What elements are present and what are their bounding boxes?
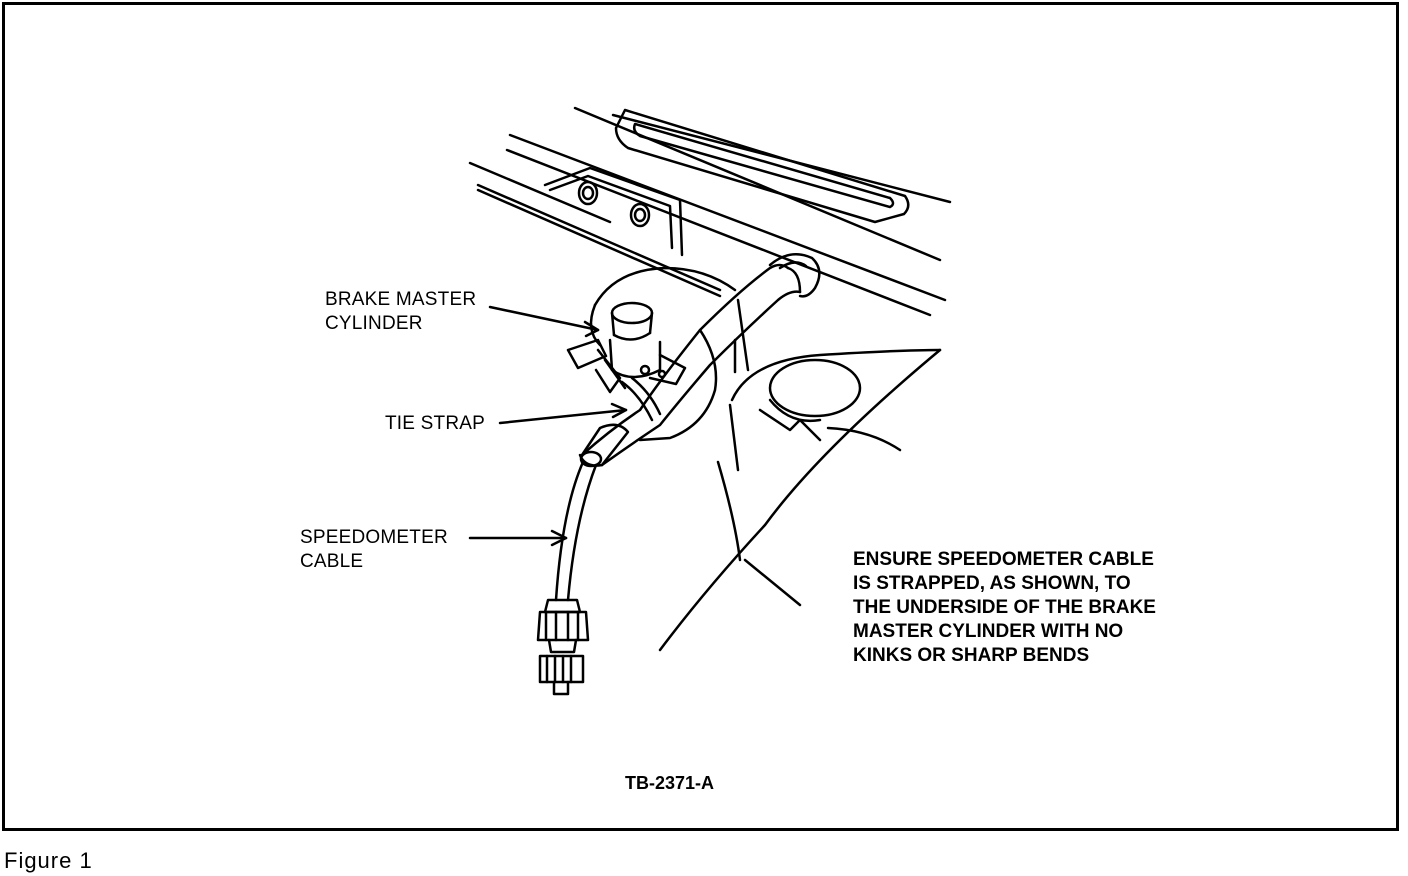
label-tie-strap: TIE STRAP (385, 413, 485, 434)
figure-frame (2, 2, 1399, 831)
cable-clip (566, 338, 627, 394)
fender-apron (658, 348, 942, 652)
strut-tower (728, 348, 942, 472)
cowl-panel-lines (468, 106, 952, 317)
note-line: MASTER CYLINDER WITH NO (853, 621, 1124, 642)
label-brake-master-cylinder: BRAKE MASTER CYLINDER (325, 288, 476, 336)
label-speedometer-line1: SPEEDOMETER (300, 527, 448, 548)
installation-note: ENSURE SPEEDOMETER CABLE IS STRAPPED, AS… (853, 548, 1156, 668)
figure-caption: Figure 1 (4, 848, 93, 873)
tie-strap (620, 376, 662, 422)
speedometer-cable-sheath (580, 263, 802, 467)
callout-leaders (468, 305, 628, 547)
brake-booster (589, 266, 750, 442)
note-line: IS STRAPPED, AS SHOWN, TO (853, 573, 1131, 594)
mounting-bracket (543, 166, 684, 257)
note-line: THE UNDERSIDE OF THE BRAKE (853, 597, 1156, 618)
cowl-vent (614, 108, 910, 224)
label-speedometer-line2: CABLE (300, 551, 364, 572)
label-brake-master-line2: CYLINDER (325, 313, 423, 334)
master-cylinder-reservoir (608, 301, 687, 386)
speedometer-cable-lower (554, 460, 598, 602)
note-line: KINKS OR SHARP BENDS (853, 645, 1090, 666)
note-line: ENSURE SPEEDOMETER CABLE (853, 549, 1154, 570)
reference-code: TB-2371-A (625, 773, 715, 793)
label-brake-master-line1: BRAKE MASTER (325, 289, 477, 310)
label-speedometer-cable: SPEEDOMETER CABLE (300, 526, 448, 574)
cable-sleeve (578, 423, 630, 468)
firewall-grommet (768, 253, 821, 298)
cable-end-fitting (536, 598, 590, 696)
